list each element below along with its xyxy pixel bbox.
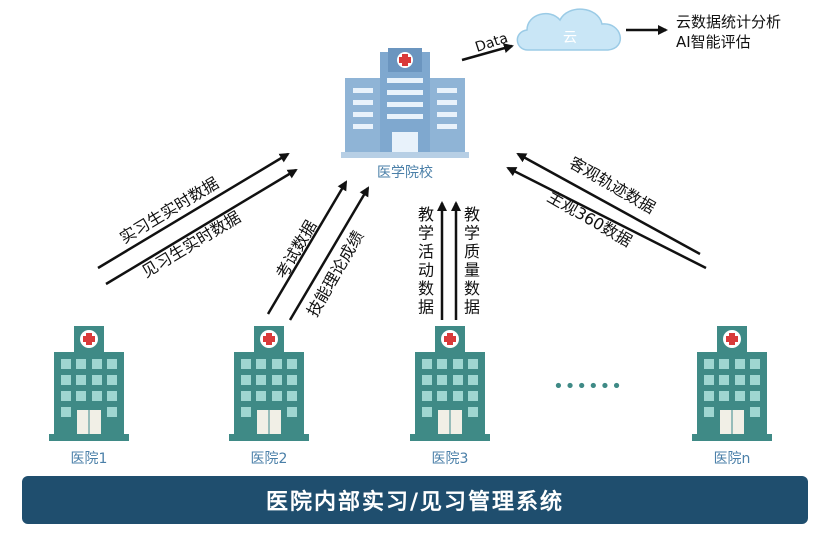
hospital-3-label: 医院3 <box>432 451 469 467</box>
arrow-midleft-upper <box>266 180 348 315</box>
medical-school-icon <box>341 48 469 158</box>
label-center-left-char: 学 <box>418 224 434 243</box>
label-center-left-char: 教 <box>418 205 434 224</box>
arrow-right-upper <box>516 152 701 256</box>
arrow-midleft-lower <box>288 186 370 321</box>
arrow-left-lower <box>105 168 298 286</box>
label-center-right-char: 据 <box>464 298 480 317</box>
system-title-banner: 医院内部实习/见习管理系统 <box>22 476 808 524</box>
hospital-2-icon <box>228 325 310 442</box>
cloud-icon <box>516 8 622 51</box>
hospital-1-label: 医院1 <box>71 451 108 467</box>
hospital-2-label: 医院2 <box>251 451 288 467</box>
system-title: 医院内部实习/见习管理系统 <box>265 490 565 515</box>
ellipsis-dots: •••••• <box>553 376 623 397</box>
label-center-right-char: 量 <box>464 261 480 280</box>
label-center-left-char: 活 <box>418 242 434 261</box>
hospital-1-icon <box>48 325 130 442</box>
hospital-n-icon <box>691 325 773 442</box>
label-center-right-char: 学 <box>464 224 480 243</box>
label-center-left-char: 数 <box>418 279 434 298</box>
analysis-line1: 云数据统计分析 <box>676 13 781 31</box>
label-center-right-char: 质 <box>464 242 480 261</box>
arrow-school-to-cloud <box>461 43 514 62</box>
label-center-left-char: 据 <box>418 298 434 317</box>
label-midleft-upper: 考试数据 <box>272 217 320 282</box>
hospital-n-label: 医院n <box>714 451 751 467</box>
analysis-line2: AI智能评估 <box>676 33 751 51</box>
arrow-left-upper <box>97 152 290 270</box>
medical-school-label: 医学院校 <box>377 164 433 181</box>
hospital-3-icon <box>409 325 491 442</box>
label-center-left-char: 动 <box>418 261 434 280</box>
label-center-right-char: 教 <box>464 205 480 224</box>
arrow-right-lower <box>506 166 707 270</box>
cloud-label: 云 <box>563 30 577 46</box>
label-center-right-char: 数 <box>464 279 480 298</box>
